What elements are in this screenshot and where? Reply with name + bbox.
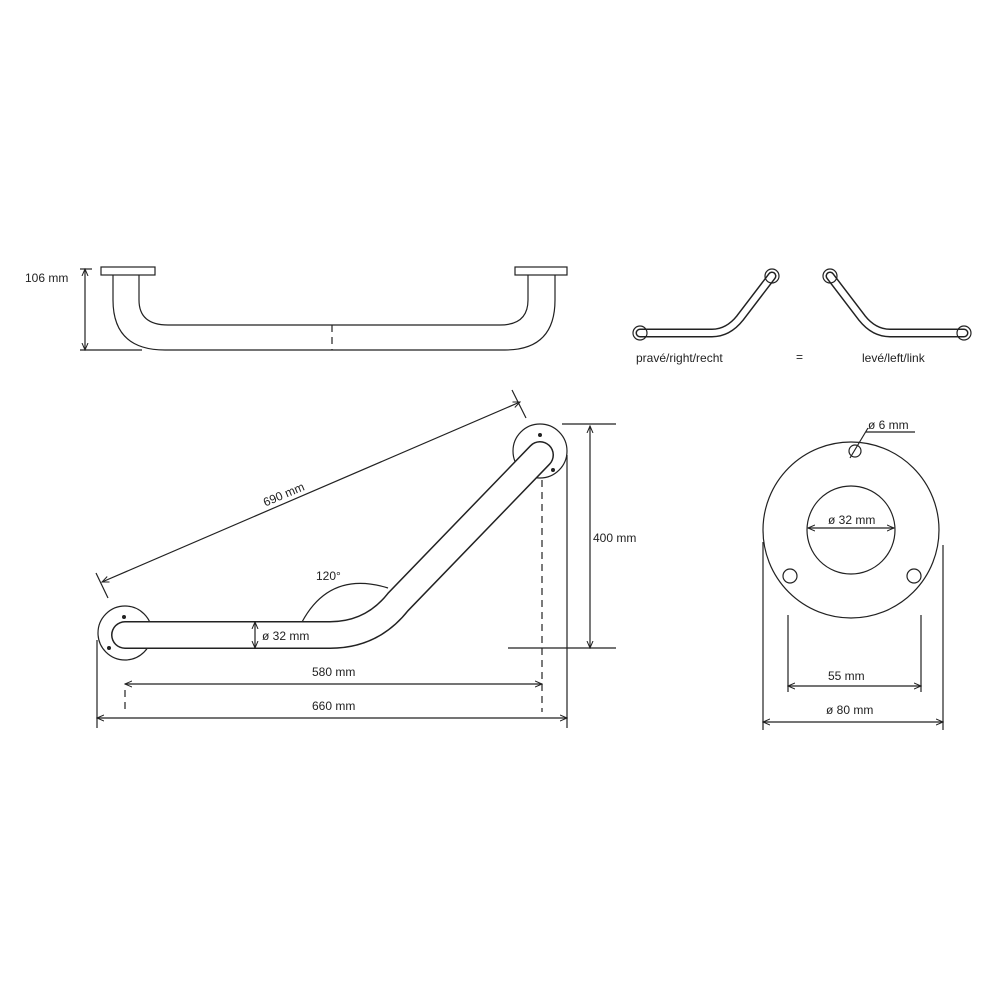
flange-view: ø 6 mm ø 32 mm 55 mm ø 80 mm	[763, 418, 943, 730]
left-hand-icon	[822, 268, 972, 341]
screw-hole	[782, 568, 798, 584]
height-label: 106 mm	[25, 271, 68, 285]
flange-inner-circle	[806, 485, 896, 575]
flange-outer-circle	[762, 441, 940, 619]
screw-hole	[848, 444, 862, 458]
left-label: levé/left/link	[862, 351, 926, 365]
tube-outer-edge	[112, 275, 556, 351]
screw-hole-label: ø 6 mm	[868, 418, 909, 432]
outer-diameter-label: ø 80 mm	[826, 703, 873, 717]
hole-spacing-label: 55 mm	[828, 669, 865, 683]
height-label: 400 mm	[593, 531, 636, 545]
top-view: 106 mm	[25, 266, 568, 351]
orientation-icons: pravé/right/recht = levé/left/link	[632, 268, 972, 365]
tube-diameter-label: ø 32 mm	[262, 629, 309, 643]
left-flange	[100, 266, 156, 276]
right-label: pravé/right/recht	[636, 351, 723, 365]
main-view: 690 mm 120° ø 32 mm 580 mm 660 mm 400 mm	[95, 389, 636, 728]
tube-inner-edge	[138, 275, 529, 326]
angle-label: 120°	[316, 569, 341, 583]
equals-sign: =	[796, 350, 803, 364]
inner-span-label: 580 mm	[312, 665, 355, 679]
overall-width-label: 660 mm	[312, 699, 355, 713]
right-hand-icon	[632, 268, 780, 341]
right-flange	[514, 266, 568, 276]
screw-hole	[906, 568, 922, 584]
angle-arc	[301, 582, 389, 623]
length-dimension-line	[102, 401, 520, 583]
length-label: 690 mm	[261, 480, 306, 510]
inner-diameter-label: ø 32 mm	[828, 513, 875, 527]
